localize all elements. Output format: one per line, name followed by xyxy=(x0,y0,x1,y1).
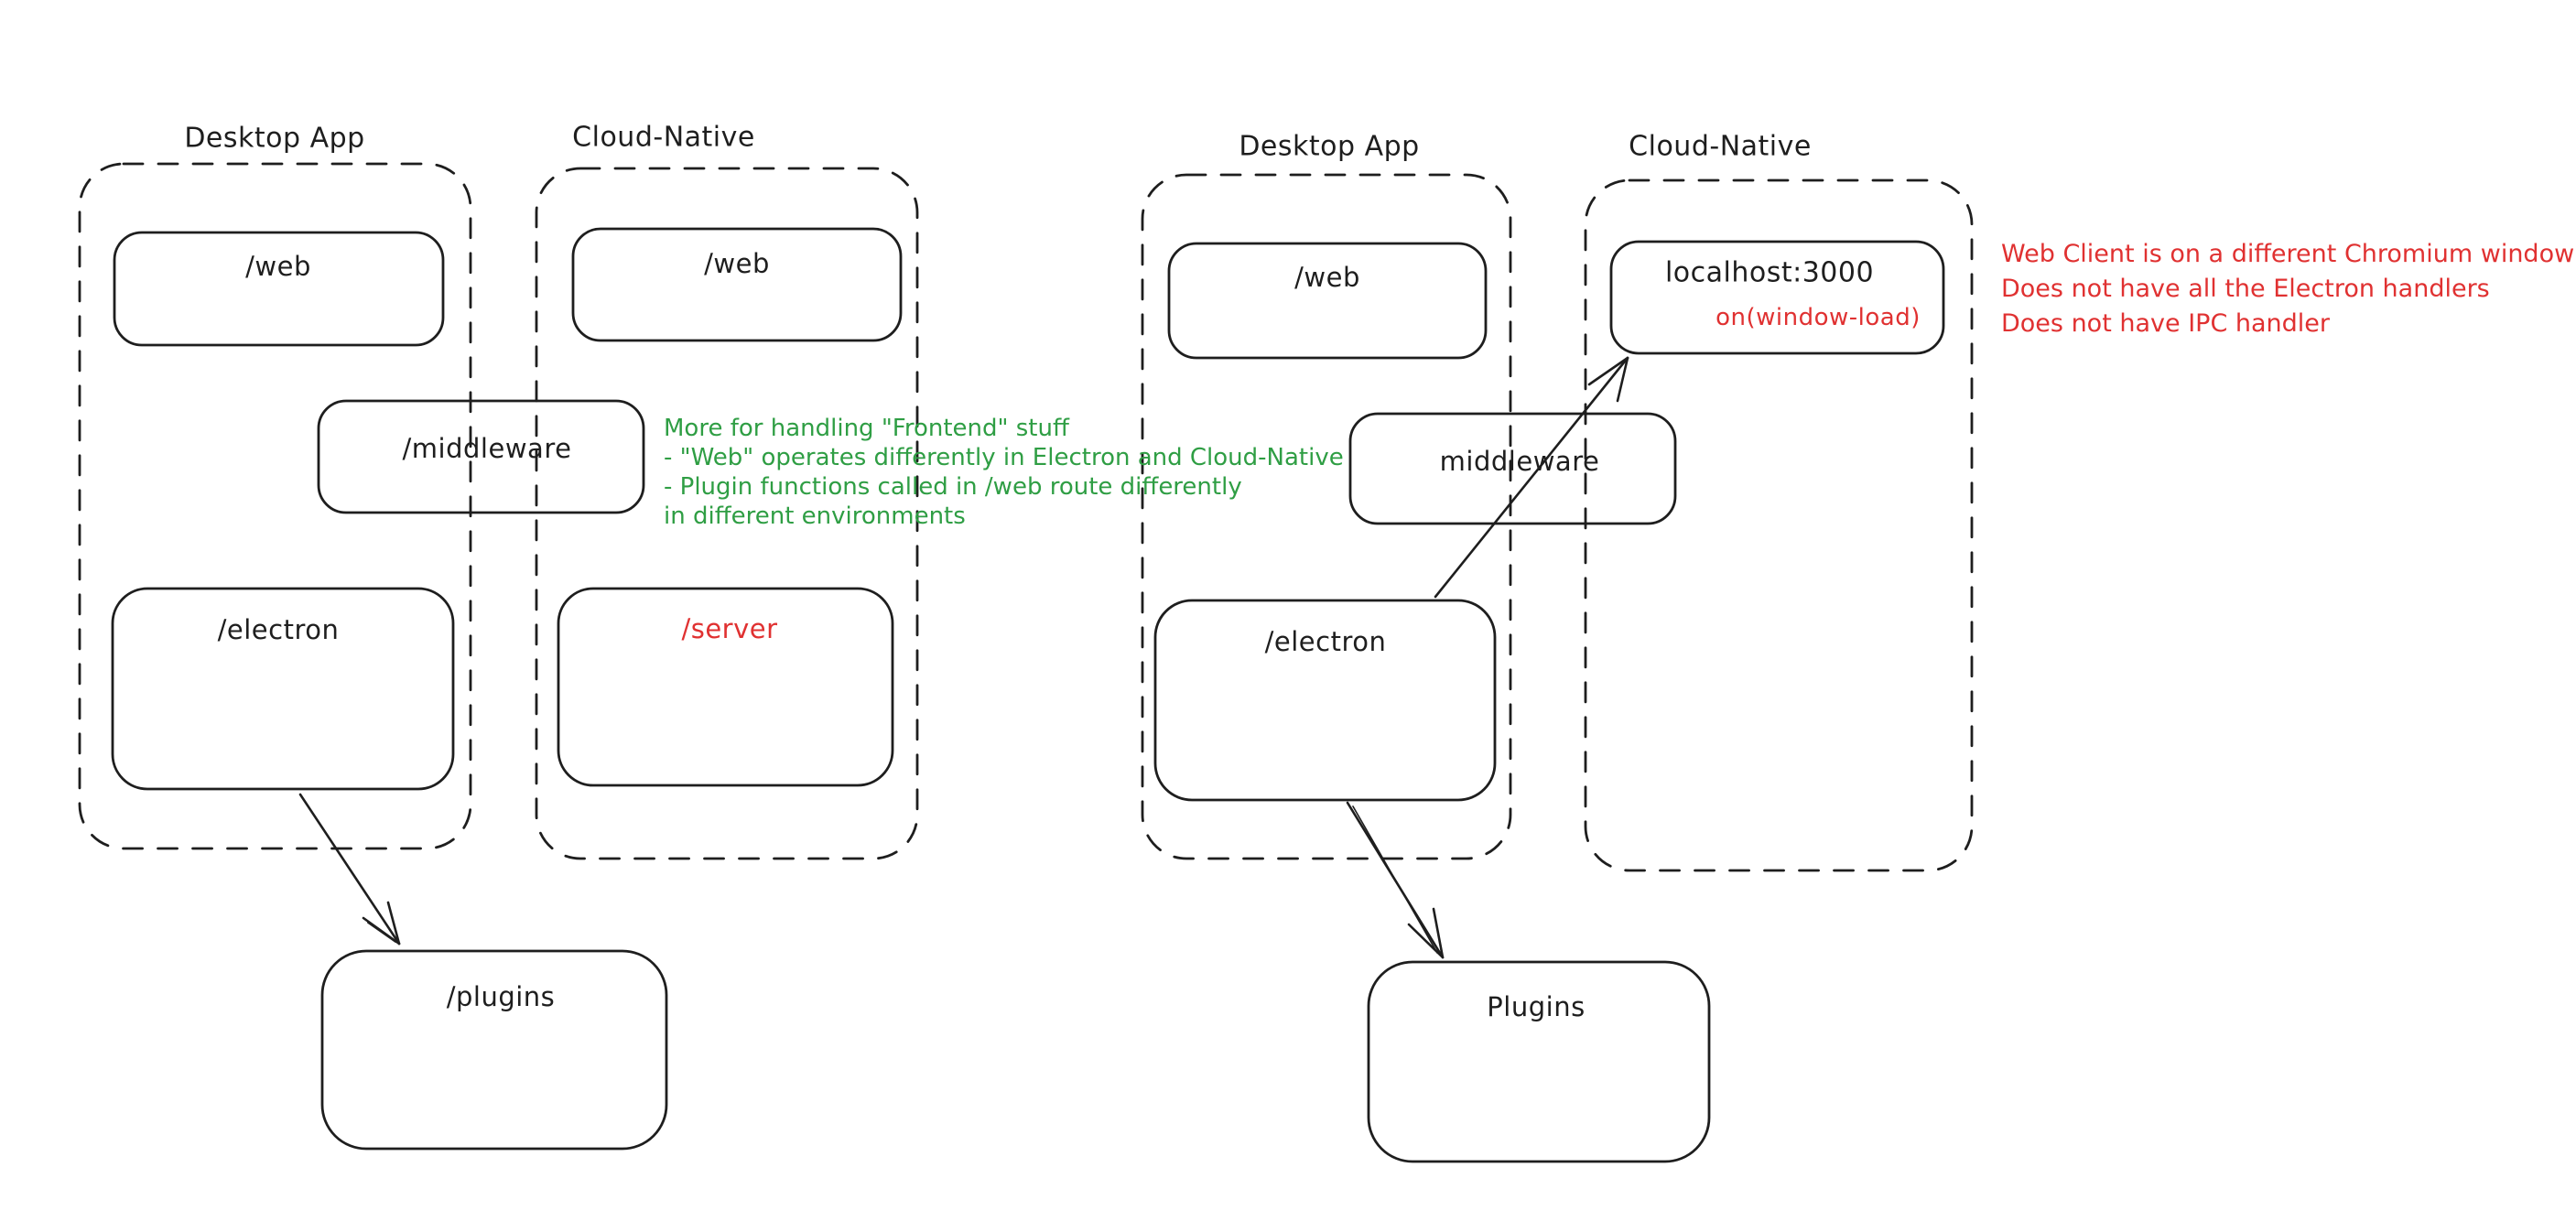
annotation-line: Does not have all the Electron handlers xyxy=(2001,275,2490,303)
left-desktop-container xyxy=(78,162,472,850)
left-annotation-green: More for handling "Frontend" stuff - "We… xyxy=(664,414,1344,531)
right-plugins-box xyxy=(1367,960,1711,1163)
left-desktop-group-label: Desktop App xyxy=(184,122,365,155)
right-cloud-container xyxy=(1584,178,1974,872)
left-plugins-box xyxy=(320,949,668,1151)
right-localhost-box xyxy=(1609,240,1945,355)
left-web-desktop-box xyxy=(113,231,445,347)
right-localhost-title: localhost:3000 xyxy=(1664,256,1875,289)
left-electron-box xyxy=(111,587,455,791)
annotation-line: - "Web" operates differently in Electron… xyxy=(664,444,1344,471)
arrow-right-electron-to-localhost xyxy=(1434,356,1629,599)
left-plugins-label: /plugins xyxy=(446,981,556,1012)
left-server-box xyxy=(557,587,894,787)
right-middleware-label: middleware xyxy=(1439,446,1600,477)
right-annotation-red: Web Client is on a different Chromium wi… xyxy=(2001,237,2574,341)
left-web-cloud-label: /web xyxy=(704,248,770,279)
right-desktop-group-label: Desktop App xyxy=(1239,130,1420,163)
right-plugins-label: Plugins xyxy=(1487,991,1586,1022)
annotation-line: in different environments xyxy=(664,503,966,530)
left-server-label: /server xyxy=(681,613,778,644)
left-middleware-label: /middleware xyxy=(402,433,572,464)
left-web-cloud-box xyxy=(571,227,903,342)
arrow-left-electron-to-plugins xyxy=(298,793,401,946)
right-electron-label: /electron xyxy=(1264,626,1387,657)
right-web-desktop-label: /web xyxy=(1294,262,1360,293)
annotation-line: More for handling "Frontend" stuff xyxy=(664,415,1069,442)
right-desktop-container xyxy=(1141,173,1512,860)
left-cloud-group-label: Cloud-Native xyxy=(572,121,755,154)
right-cloud-group-label: Cloud-Native xyxy=(1629,130,1812,163)
left-electron-label: /electron xyxy=(217,614,340,645)
annotation-line: Does not have IPC handler xyxy=(2001,309,2331,338)
right-electron-box xyxy=(1153,599,1497,802)
right-middleware-box xyxy=(1348,412,1677,525)
left-cloud-container xyxy=(535,167,919,860)
annotation-line: - Plugin functions called in /web route … xyxy=(664,473,1242,501)
right-web-desktop-box xyxy=(1167,242,1488,360)
annotation-line: Web Client is on a different Chromium wi… xyxy=(2001,240,2575,268)
left-middleware-box xyxy=(317,399,645,514)
right-localhost-event-label: on(window-load) xyxy=(1716,304,1921,331)
left-web-desktop-label: /web xyxy=(245,251,311,282)
arrow-right-electron-to-plugins xyxy=(1346,801,1445,959)
